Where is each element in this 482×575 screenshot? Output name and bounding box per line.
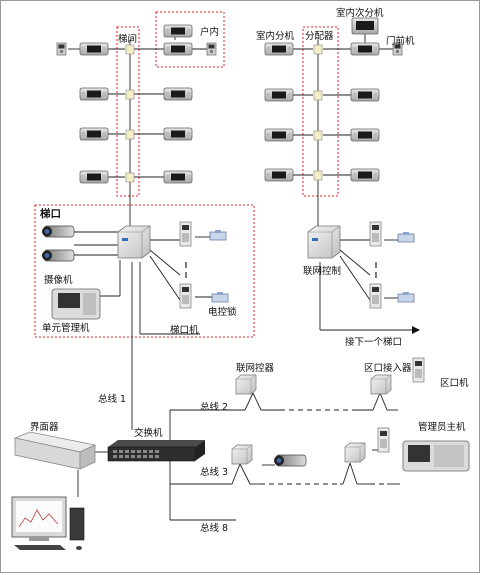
label-network-controller: 联网控制 <box>303 265 341 277</box>
door-phone <box>56 42 67 56</box>
indoor-monitor <box>79 42 109 56</box>
entrance-devices <box>41 221 229 320</box>
label-network-controller2: 联网控器 <box>236 362 275 374</box>
label-admin-host: 管理员主机 <box>418 421 466 433</box>
label-entrance-machine: 梯口机 <box>170 324 199 336</box>
camera <box>273 454 307 467</box>
indoor-monitor <box>264 128 294 142</box>
controller-box <box>117 225 151 259</box>
indoor-monitor <box>163 24 193 38</box>
vertical-dash-markers <box>185 262 377 278</box>
label-next-entrance: 接下一个梯口 <box>345 336 402 348</box>
network-controller-box <box>307 225 341 259</box>
indoor-monitor <box>79 87 109 101</box>
indoor-monitor <box>264 168 294 182</box>
unit-manager-device <box>51 288 101 320</box>
label-distributor: 分配器 <box>305 31 334 42</box>
entrance-station <box>377 427 390 453</box>
indoor-monitor <box>163 170 193 184</box>
indoor-monitor <box>350 42 380 56</box>
label-zone-entry: 区口接入器 <box>364 362 412 374</box>
label-unit-indoor: 户内 <box>200 26 219 38</box>
entrance-station <box>179 283 192 309</box>
right-floor-monitors <box>264 17 403 182</box>
camera <box>41 225 75 238</box>
indoor-monitor <box>163 42 193 56</box>
interface-device <box>13 431 97 470</box>
zone-entry-box <box>370 374 392 395</box>
zone-machine <box>412 357 425 383</box>
label-unit-manager: 单元管理机 <box>42 322 90 334</box>
indoor-monitor <box>264 42 294 56</box>
electric-lock <box>397 291 415 303</box>
entrance-station <box>369 283 382 309</box>
controller-box <box>231 444 253 465</box>
label-bus1: 总线 1 <box>98 393 126 405</box>
pc-device <box>11 496 85 550</box>
dashed-continuations <box>260 409 387 485</box>
entrance-station <box>369 221 382 247</box>
indoor-monitor <box>163 127 193 141</box>
label-indoor-monitor: 室内分机 <box>256 30 295 42</box>
indoor-monitor <box>79 127 109 141</box>
arrows <box>412 326 420 334</box>
backbone-devices <box>11 357 470 550</box>
camera <box>41 249 75 262</box>
label-bus2: 总线 2 <box>200 401 228 413</box>
network-controller-box <box>235 374 257 395</box>
label-indoor-secondary: 室内次分机 <box>336 7 384 19</box>
label-electric-lock: 电控锁 <box>208 306 237 318</box>
indoor-secondary-device <box>351 17 379 35</box>
label-building-entrance: 梯口 <box>40 207 61 220</box>
label-door-station: 门前机 <box>386 35 415 47</box>
electric-lock <box>397 231 415 243</box>
door-phone <box>206 42 217 56</box>
label-bus3: 总线 3 <box>200 466 228 478</box>
indoor-monitor <box>350 128 380 142</box>
admin-host-device <box>402 440 470 472</box>
indoor-monitor <box>163 87 193 101</box>
electric-lock <box>211 291 229 303</box>
label-camera: 摄像机 <box>44 274 73 286</box>
indoor-monitor <box>79 170 109 184</box>
indoor-monitor <box>264 88 294 102</box>
label-floor-left: 梯间 <box>118 33 137 45</box>
indoor-monitor <box>350 168 380 182</box>
controller-box <box>344 442 366 463</box>
label-switch: 交换机 <box>134 427 163 439</box>
right-entrance-devices <box>307 221 415 309</box>
text-labels: 梯间 户内 室内分机 室内次分机 分配器 门前机 梯口 摄像机 单元管理机 电控… <box>30 7 469 534</box>
dashed-groups <box>34 11 339 338</box>
entrance-station <box>179 221 192 247</box>
label-bus8: 总线 8 <box>200 522 228 534</box>
switch-device <box>107 440 205 462</box>
electric-lock <box>209 229 227 241</box>
indoor-monitor <box>350 88 380 102</box>
label-interface: 界面器 <box>30 422 59 433</box>
label-zone-machine: 区口机 <box>440 377 469 389</box>
